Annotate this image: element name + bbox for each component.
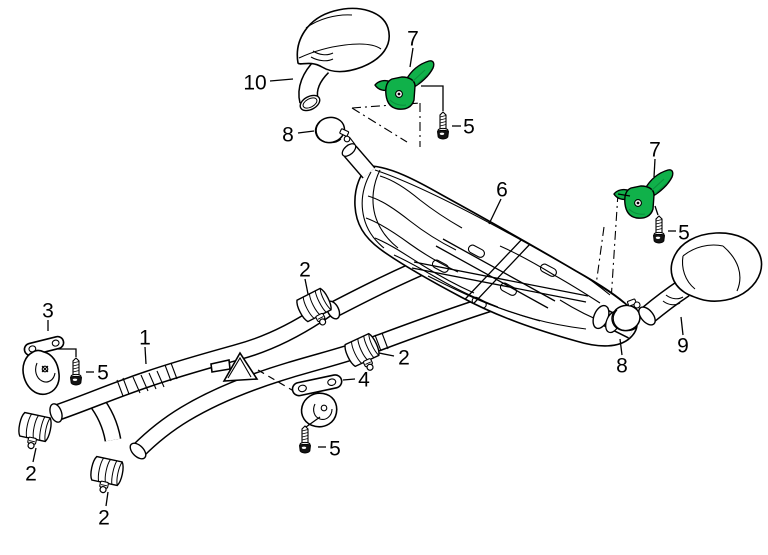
callout-label-1-10[interactable]: 1 — [139, 327, 151, 350]
callout-label-6-4[interactable]: 6 — [496, 179, 508, 202]
leader-line-4-12 — [342, 378, 356, 381]
screw-5-right — [652, 215, 666, 244]
clamp-8-right — [611, 298, 644, 332]
callout-label-8-1[interactable]: 8 — [282, 124, 294, 147]
leader-line-7-5 — [653, 158, 656, 178]
leader-line-2-15 — [105, 491, 109, 507]
callout-labels: 10 8 7 5 6 7 5 2 2 3 1 5 4 5 2 2 8 9 — [25, 28, 690, 530]
callout-label-10-0[interactable]: 10 — [243, 72, 266, 95]
hanger-bracket-4 — [291, 374, 343, 428]
callout-label-2-15[interactable]: 2 — [98, 507, 110, 530]
hanger-bracket-3 — [22, 335, 65, 396]
callout-label-7-2[interactable]: 7 — [407, 28, 419, 51]
leader-line-8-1 — [297, 130, 315, 134]
screw-5-front-left — [69, 357, 83, 386]
callout-label-5-11[interactable]: 5 — [97, 362, 109, 385]
connector-lines — [58, 85, 659, 428]
callout-label-5-3[interactable]: 5 — [463, 116, 475, 139]
leader-line-1-10 — [144, 346, 147, 365]
callout-label-2-14[interactable]: 2 — [25, 463, 37, 486]
clamp-8-left — [314, 116, 351, 144]
callout-label-9-17[interactable]: 9 — [677, 335, 689, 358]
leader-line-10-0 — [269, 78, 294, 82]
retainer-bracket-7-left — [374, 60, 435, 110]
tailpipe-trim-right — [638, 232, 763, 326]
callout-label-3-9[interactable]: 3 — [42, 300, 54, 323]
screw-5-top-left — [436, 111, 450, 140]
leader-line-8-16 — [619, 338, 623, 356]
callout-label-8-16[interactable]: 8 — [616, 355, 628, 378]
callout-label-5-13[interactable]: 5 — [329, 438, 341, 461]
leader-line-6-4 — [488, 198, 502, 225]
pipe-hook-bracket — [210, 351, 259, 382]
muffler-inlet-stub — [341, 143, 376, 179]
leader-line-2-7 — [304, 278, 309, 295]
leader-line-9-17 — [680, 316, 684, 336]
clamp-2-front-left — [14, 411, 54, 453]
leader-line-2-8 — [378, 352, 395, 357]
front-pipe-lower — [129, 293, 498, 460]
callout-label-5-6[interactable]: 5 — [678, 222, 690, 245]
hook-to-bracket-dashed-line — [257, 369, 298, 394]
leader-line-7-2 — [409, 47, 414, 68]
screw-5-center — [298, 425, 312, 454]
assembly-axis-lines — [337, 102, 619, 308]
callout-label-2-7[interactable]: 2 — [299, 259, 311, 282]
callout-label-2-8[interactable]: 2 — [398, 347, 410, 370]
clamp-2-front-lower — [86, 455, 126, 497]
callout-label-7-5[interactable]: 7 — [649, 139, 661, 162]
callout-label-4-12[interactable]: 4 — [358, 369, 370, 392]
retainer-bracket-7-right — [613, 169, 674, 219]
tailpipe-trim-left — [296, 7, 390, 112]
leader-line-2-14 — [32, 447, 37, 463]
